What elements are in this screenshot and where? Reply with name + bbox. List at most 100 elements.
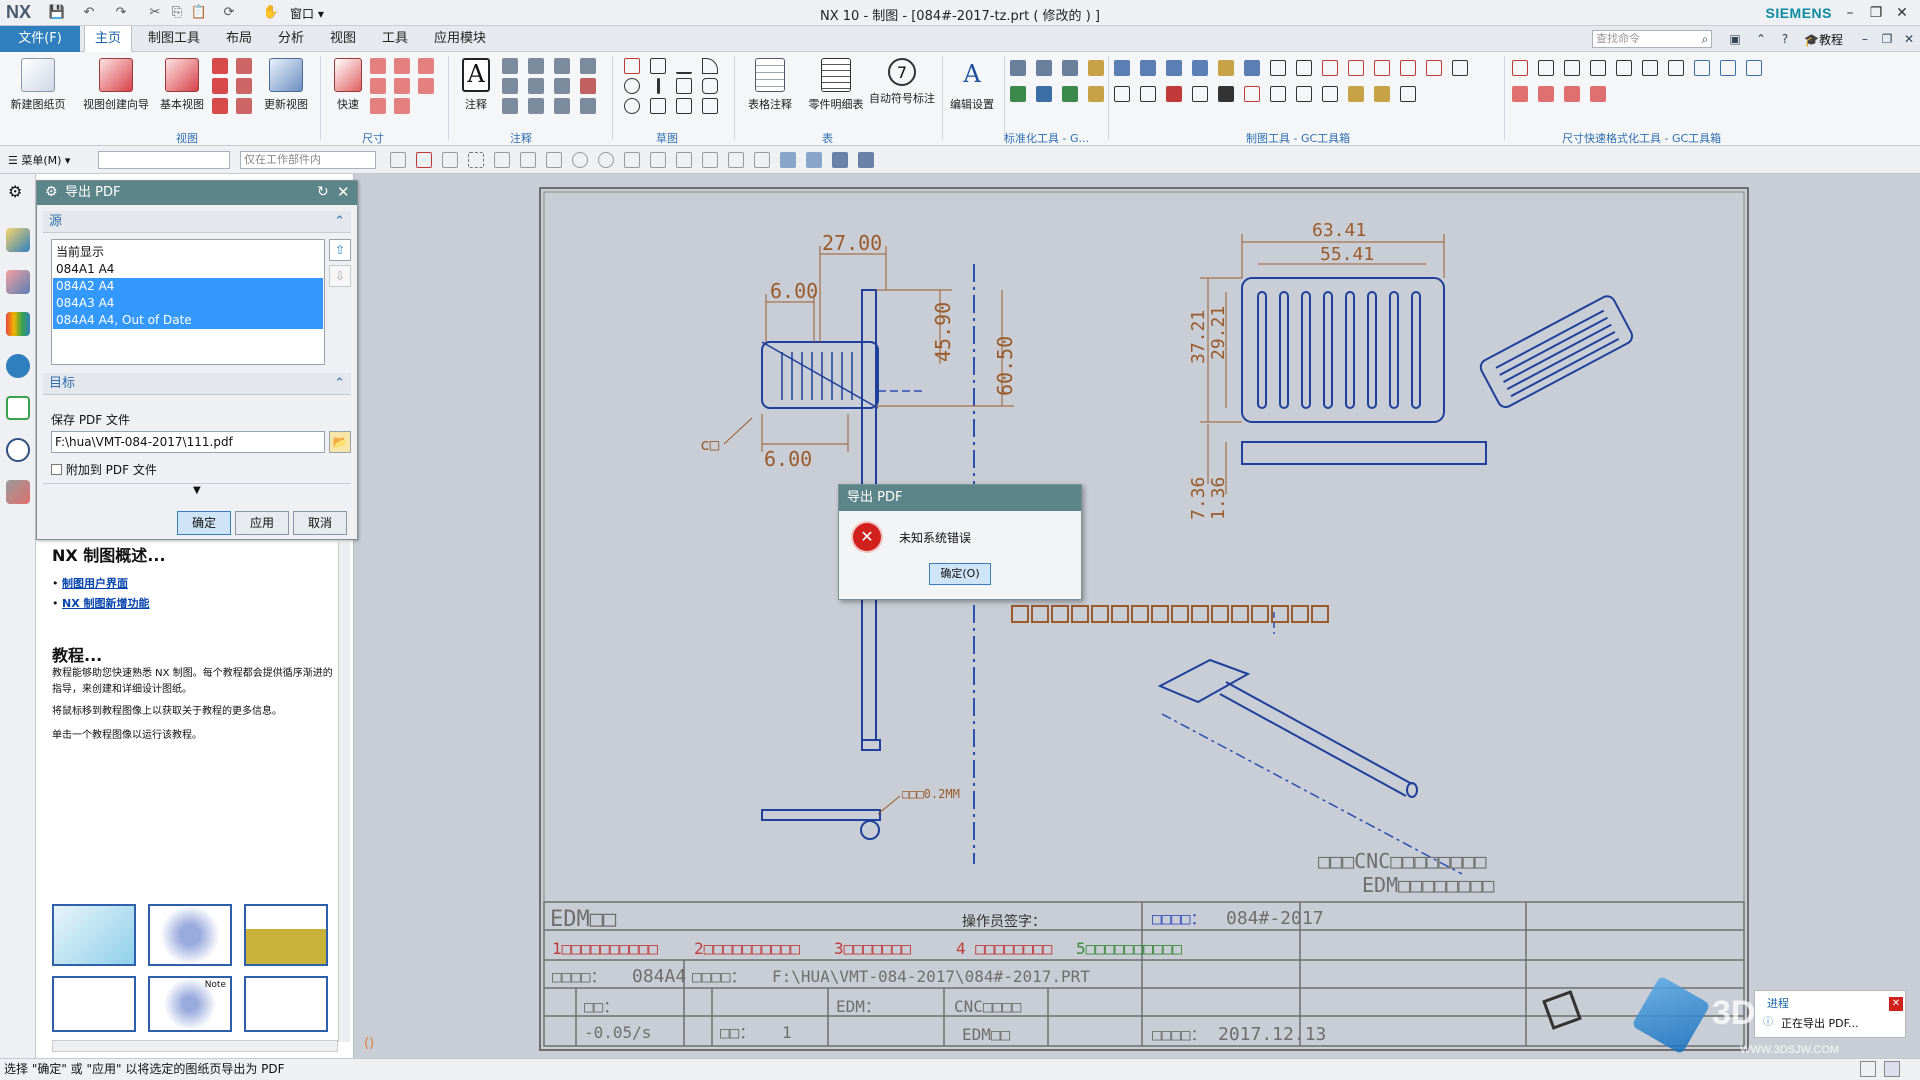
status-layout-icon[interactable]: [1884, 1061, 1900, 1077]
tab-view[interactable]: 视图: [330, 31, 357, 46]
touch-mode-icon[interactable]: ✋: [262, 5, 280, 20]
gc-tool-10-icon[interactable]: [1348, 60, 1364, 76]
gc-tool-3-icon[interactable]: [1166, 60, 1182, 76]
gc-tool-7-icon[interactable]: [1270, 60, 1286, 76]
new-sheet-button[interactable]: 新建图纸页: [2, 56, 74, 126]
tab-drafting-tools[interactable]: 制图工具: [148, 31, 201, 46]
gc-tool-14-icon[interactable]: [1452, 60, 1468, 76]
snap-9-icon[interactable]: [598, 152, 614, 168]
perimeter-dim-icon[interactable]: [394, 98, 410, 114]
gc-tool-21-icon[interactable]: [1270, 86, 1286, 102]
tutorial-thumb-3[interactable]: [244, 904, 328, 966]
edit-settings-button[interactable]: A 编辑设置: [950, 60, 994, 111]
undo-icon[interactable]: ↶: [83, 5, 95, 20]
menu-button[interactable]: ☰ 菜单(M) ▾: [8, 154, 71, 167]
view-wizard-button[interactable]: 视图创建向导: [80, 56, 152, 126]
gc-tool-20-icon[interactable]: [1244, 86, 1260, 102]
snap-12-icon[interactable]: [676, 152, 692, 168]
gc-tool-2-icon[interactable]: [1140, 60, 1156, 76]
move-up-button[interactable]: ⇧: [329, 239, 351, 261]
redo-icon[interactable]: ↷: [115, 5, 127, 20]
update-view-button[interactable]: 更新视图: [250, 56, 322, 126]
spline-icon[interactable]: [676, 78, 692, 94]
help-icon[interactable]: ?: [1781, 32, 1789, 46]
source-sheet-item[interactable]: 084A4 A4, Out of Date: [53, 312, 323, 329]
view-tool-1-icon[interactable]: [780, 152, 796, 168]
linear-dim-icon[interactable]: [370, 58, 386, 74]
check-icon[interactable]: [554, 98, 570, 114]
gc-tool-16-icon[interactable]: [1140, 86, 1156, 102]
fillet-icon[interactable]: [650, 98, 666, 114]
std-tool-3-icon[interactable]: [1062, 60, 1078, 76]
gc-tool-25-icon[interactable]: [1374, 86, 1390, 102]
auto-balloon-button[interactable]: 7 自动符号标注: [866, 56, 938, 126]
sketch-profile-icon[interactable]: [624, 58, 640, 74]
source-section-header[interactable]: 源 ⌃: [43, 211, 351, 233]
gc-tool-24-icon[interactable]: [1348, 86, 1364, 102]
move-down-button[interactable]: ⇩: [329, 265, 351, 287]
link-drafting-ui[interactable]: 制图用户界面: [62, 577, 128, 590]
fmt-tool-13-icon[interactable]: [1564, 86, 1580, 102]
doc-close-button[interactable]: ✕: [1903, 32, 1915, 46]
gc-tool-17-icon[interactable]: [1166, 86, 1182, 102]
doc-restore-button[interactable]: ❐: [1881, 32, 1893, 46]
weld-symbol-icon[interactable]: [554, 78, 570, 94]
view-boundary-icon[interactable]: [212, 98, 228, 114]
gc-tool-26-icon[interactable]: [1400, 86, 1416, 102]
roles-icon[interactable]: [6, 480, 30, 504]
ordinate-dim-icon[interactable]: [370, 98, 386, 114]
target-point-icon[interactable]: [580, 58, 596, 74]
copy-icon[interactable]: ⎘: [171, 5, 183, 20]
tab-home[interactable]: 主页: [84, 26, 133, 52]
fmt-tool-6-icon[interactable]: [1642, 60, 1658, 76]
window-list-icon[interactable]: ▣: [1729, 32, 1741, 46]
arc-icon[interactable]: [702, 58, 718, 74]
view-tool-2-icon[interactable]: [806, 152, 822, 168]
fmt-tool-3-icon[interactable]: [1564, 60, 1580, 76]
std-tool-4-icon[interactable]: [1088, 60, 1104, 76]
hatch-icon[interactable]: [580, 78, 596, 94]
dialog-close-icon[interactable]: ✕: [337, 183, 350, 201]
gc-tool-4-icon[interactable]: [1192, 60, 1208, 76]
part-navigator-icon[interactable]: [6, 228, 30, 252]
source-sheet-item[interactable]: 084A1 A4: [56, 262, 115, 276]
gc-tool-18-icon[interactable]: [1192, 86, 1208, 102]
paste-icon[interactable]: 📋: [190, 5, 208, 20]
assembly-navigator-icon[interactable]: [6, 270, 30, 294]
gc-tool-8-icon[interactable]: [1296, 60, 1312, 76]
std-tool-8-icon[interactable]: [1088, 86, 1104, 102]
close-button[interactable]: ✕: [1896, 5, 1908, 21]
std-tool-7-icon[interactable]: [1062, 86, 1078, 102]
source-sheet-item[interactable]: 084A2 A4: [53, 278, 323, 295]
snap-10-icon[interactable]: [624, 152, 640, 168]
web-browser-icon[interactable]: [6, 396, 30, 420]
angular-dim-icon[interactable]: [418, 58, 434, 74]
polygon-icon[interactable]: [702, 78, 718, 94]
gc-tool-19-icon[interactable]: [1218, 86, 1234, 102]
browse-folder-icon[interactable]: 📂: [329, 431, 351, 453]
dialog-gear-icon[interactable]: ⚙: [45, 184, 58, 200]
gc-tool-23-icon[interactable]: [1322, 86, 1338, 102]
type-filter-combo[interactable]: [98, 151, 230, 169]
std-tool-1-icon[interactable]: [1010, 60, 1026, 76]
apply-button[interactable]: 应用: [235, 511, 289, 535]
break-view-icon[interactable]: [236, 78, 252, 94]
status-window-icon[interactable]: [1860, 1061, 1876, 1077]
fmt-tool-5-icon[interactable]: [1616, 60, 1632, 76]
snap-5-icon[interactable]: [494, 152, 510, 168]
extend-icon[interactable]: [702, 98, 718, 114]
append-pdf-checkbox[interactable]: [51, 464, 62, 475]
gc-tool-15-icon[interactable]: [1114, 86, 1130, 102]
radial-dim-icon[interactable]: [394, 58, 410, 74]
ok-button[interactable]: 确定: [177, 511, 231, 535]
restore-button[interactable]: ❐: [1869, 5, 1883, 21]
tutorial-button[interactable]: 🎓教程: [1804, 33, 1843, 47]
std-tool-5-icon[interactable]: [1010, 86, 1026, 102]
settings-gear-icon[interactable]: ⚙: [8, 182, 23, 201]
file-menu[interactable]: 文件(F): [0, 26, 80, 52]
area-fill-icon[interactable]: [580, 98, 596, 114]
thickness-dim-icon[interactable]: [394, 78, 410, 94]
tutorial-thumb-1[interactable]: [52, 904, 136, 966]
command-search-input[interactable]: 查找命令: [1592, 30, 1712, 48]
snap-4-icon[interactable]: [468, 152, 484, 168]
